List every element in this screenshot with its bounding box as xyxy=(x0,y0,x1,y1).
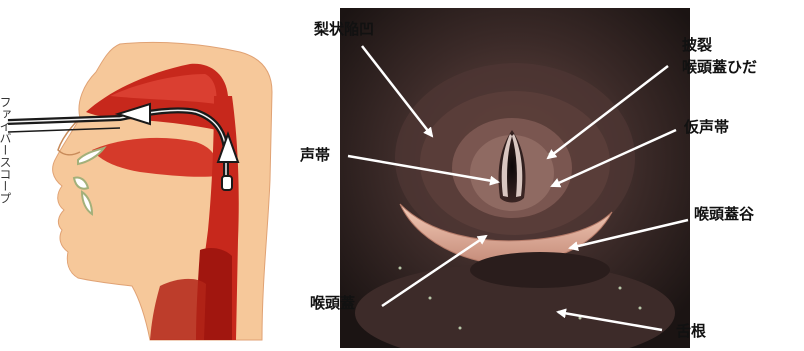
label-tongue-base: 舌根 xyxy=(676,322,706,341)
label-false-vocal-cord: 仮声帯 xyxy=(684,118,729,137)
label-aryepiglottic-fold-line2: 喉頭蓋ひだ xyxy=(682,58,757,77)
arrow-false-vocal-cord xyxy=(552,130,676,186)
label-aryepiglottic-fold-line1: 披裂 xyxy=(682,36,712,55)
arrow-vocal-cord xyxy=(348,156,498,182)
label-epiglottis: 喉頭蓋 xyxy=(310,294,355,313)
arrow-tongue-base xyxy=(558,312,662,330)
arrow-epiglottis xyxy=(382,236,486,306)
arrow-vallecula xyxy=(570,220,688,248)
arrow-aryepiglottic-fold xyxy=(548,66,668,158)
arrow-piriform-recess xyxy=(362,46,432,136)
label-piriform-recess: 梨状陥凹 xyxy=(314,20,374,39)
label-vocal-cord: 声帯 xyxy=(300,146,330,165)
label-vallecula: 喉頭蓋谷 xyxy=(694,205,754,224)
